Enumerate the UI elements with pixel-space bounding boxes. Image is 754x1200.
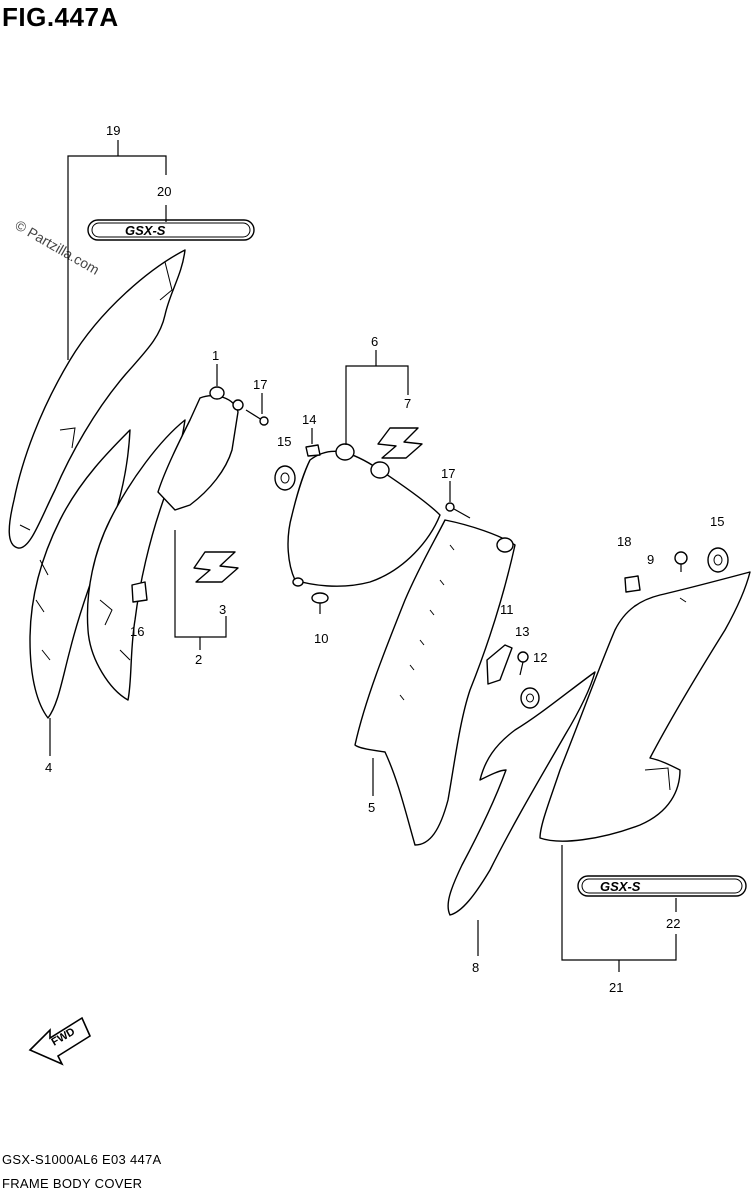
part-3-emblem [193, 551, 239, 583]
callout-22: 22 [666, 916, 680, 931]
callout-8: 8 [472, 960, 479, 975]
callout-6: 6 [371, 334, 378, 349]
part-10-screw [311, 592, 329, 614]
part-6-center-cover [287, 450, 441, 587]
part-15-grommet-b [707, 547, 729, 573]
part-17-bolt-b [445, 502, 471, 519]
part-4-detail [35, 559, 51, 661]
callout-17b: 17 [441, 466, 455, 481]
part-5-slots [399, 544, 455, 701]
callout-11: 11 [500, 602, 514, 617]
part-15-grommet-a [274, 465, 296, 491]
decal-22-text: GSX-S [600, 879, 641, 894]
callout-5: 5 [368, 800, 375, 815]
part-19-upper-cover [8, 249, 186, 549]
part-1-grommet [209, 386, 225, 400]
callout-21: 21 [609, 980, 623, 995]
part-14-clip [305, 444, 321, 457]
part-21-right-cover [539, 571, 751, 842]
part-19-detail [19, 261, 173, 531]
callout-14: 14 [302, 412, 316, 427]
part-16-clip [131, 581, 148, 603]
panel-detail [99, 599, 131, 661]
callout-12: 12 [533, 650, 547, 665]
part-18-clip [624, 575, 641, 593]
figure-caption: FRAME BODY COVER [2, 1176, 143, 1191]
part-8-lower-panel [447, 671, 596, 916]
callout-3: 3 [219, 602, 226, 617]
callout-7: 7 [404, 396, 411, 411]
bolt-hole [232, 399, 244, 411]
part-11-bracket [486, 644, 513, 685]
part-6-boss [335, 443, 355, 461]
fwd-arrow-icon: FWD [28, 1016, 92, 1066]
figure-title: FIG.447A [2, 2, 119, 32]
callout-18: 18 [617, 534, 631, 549]
callout-2: 2 [195, 652, 202, 667]
leader-6 [345, 350, 409, 445]
part-1-bracket [157, 394, 239, 511]
part-21-detail [644, 597, 687, 791]
part-9-screw [674, 551, 688, 572]
callout-19: 19 [106, 123, 120, 138]
part-6-hole [292, 577, 304, 587]
leader-2 [174, 530, 227, 650]
callout-15b: 15 [710, 514, 724, 529]
part-5-boss [496, 537, 514, 553]
decal-20-text: GSX-S [125, 223, 166, 238]
callout-13: 13 [515, 624, 529, 639]
leader-21 [561, 845, 677, 972]
part-17-bolt-a [245, 409, 269, 426]
callout-20: 20 [157, 184, 171, 199]
callout-10: 10 [314, 631, 328, 646]
leader-19 [67, 140, 167, 360]
part-12-grommet [520, 687, 540, 709]
part-7-emblem [377, 427, 423, 459]
part-22-decal: GSX-S [577, 875, 747, 897]
part-20-decal: GSX-S [87, 219, 255, 241]
model-code: GSX-S1000AL6 E03 447A [2, 1152, 162, 1167]
callout-1: 1 [212, 348, 219, 363]
part-6-boss-b [370, 461, 390, 479]
callout-4: 4 [45, 760, 52, 775]
callout-9: 9 [647, 552, 654, 567]
callout-16: 16 [130, 624, 144, 639]
callout-15a: 15 [277, 434, 291, 449]
part-5-center-lower [354, 519, 516, 846]
callout-17a: 17 [253, 377, 267, 392]
part-13-bolt [517, 651, 529, 676]
